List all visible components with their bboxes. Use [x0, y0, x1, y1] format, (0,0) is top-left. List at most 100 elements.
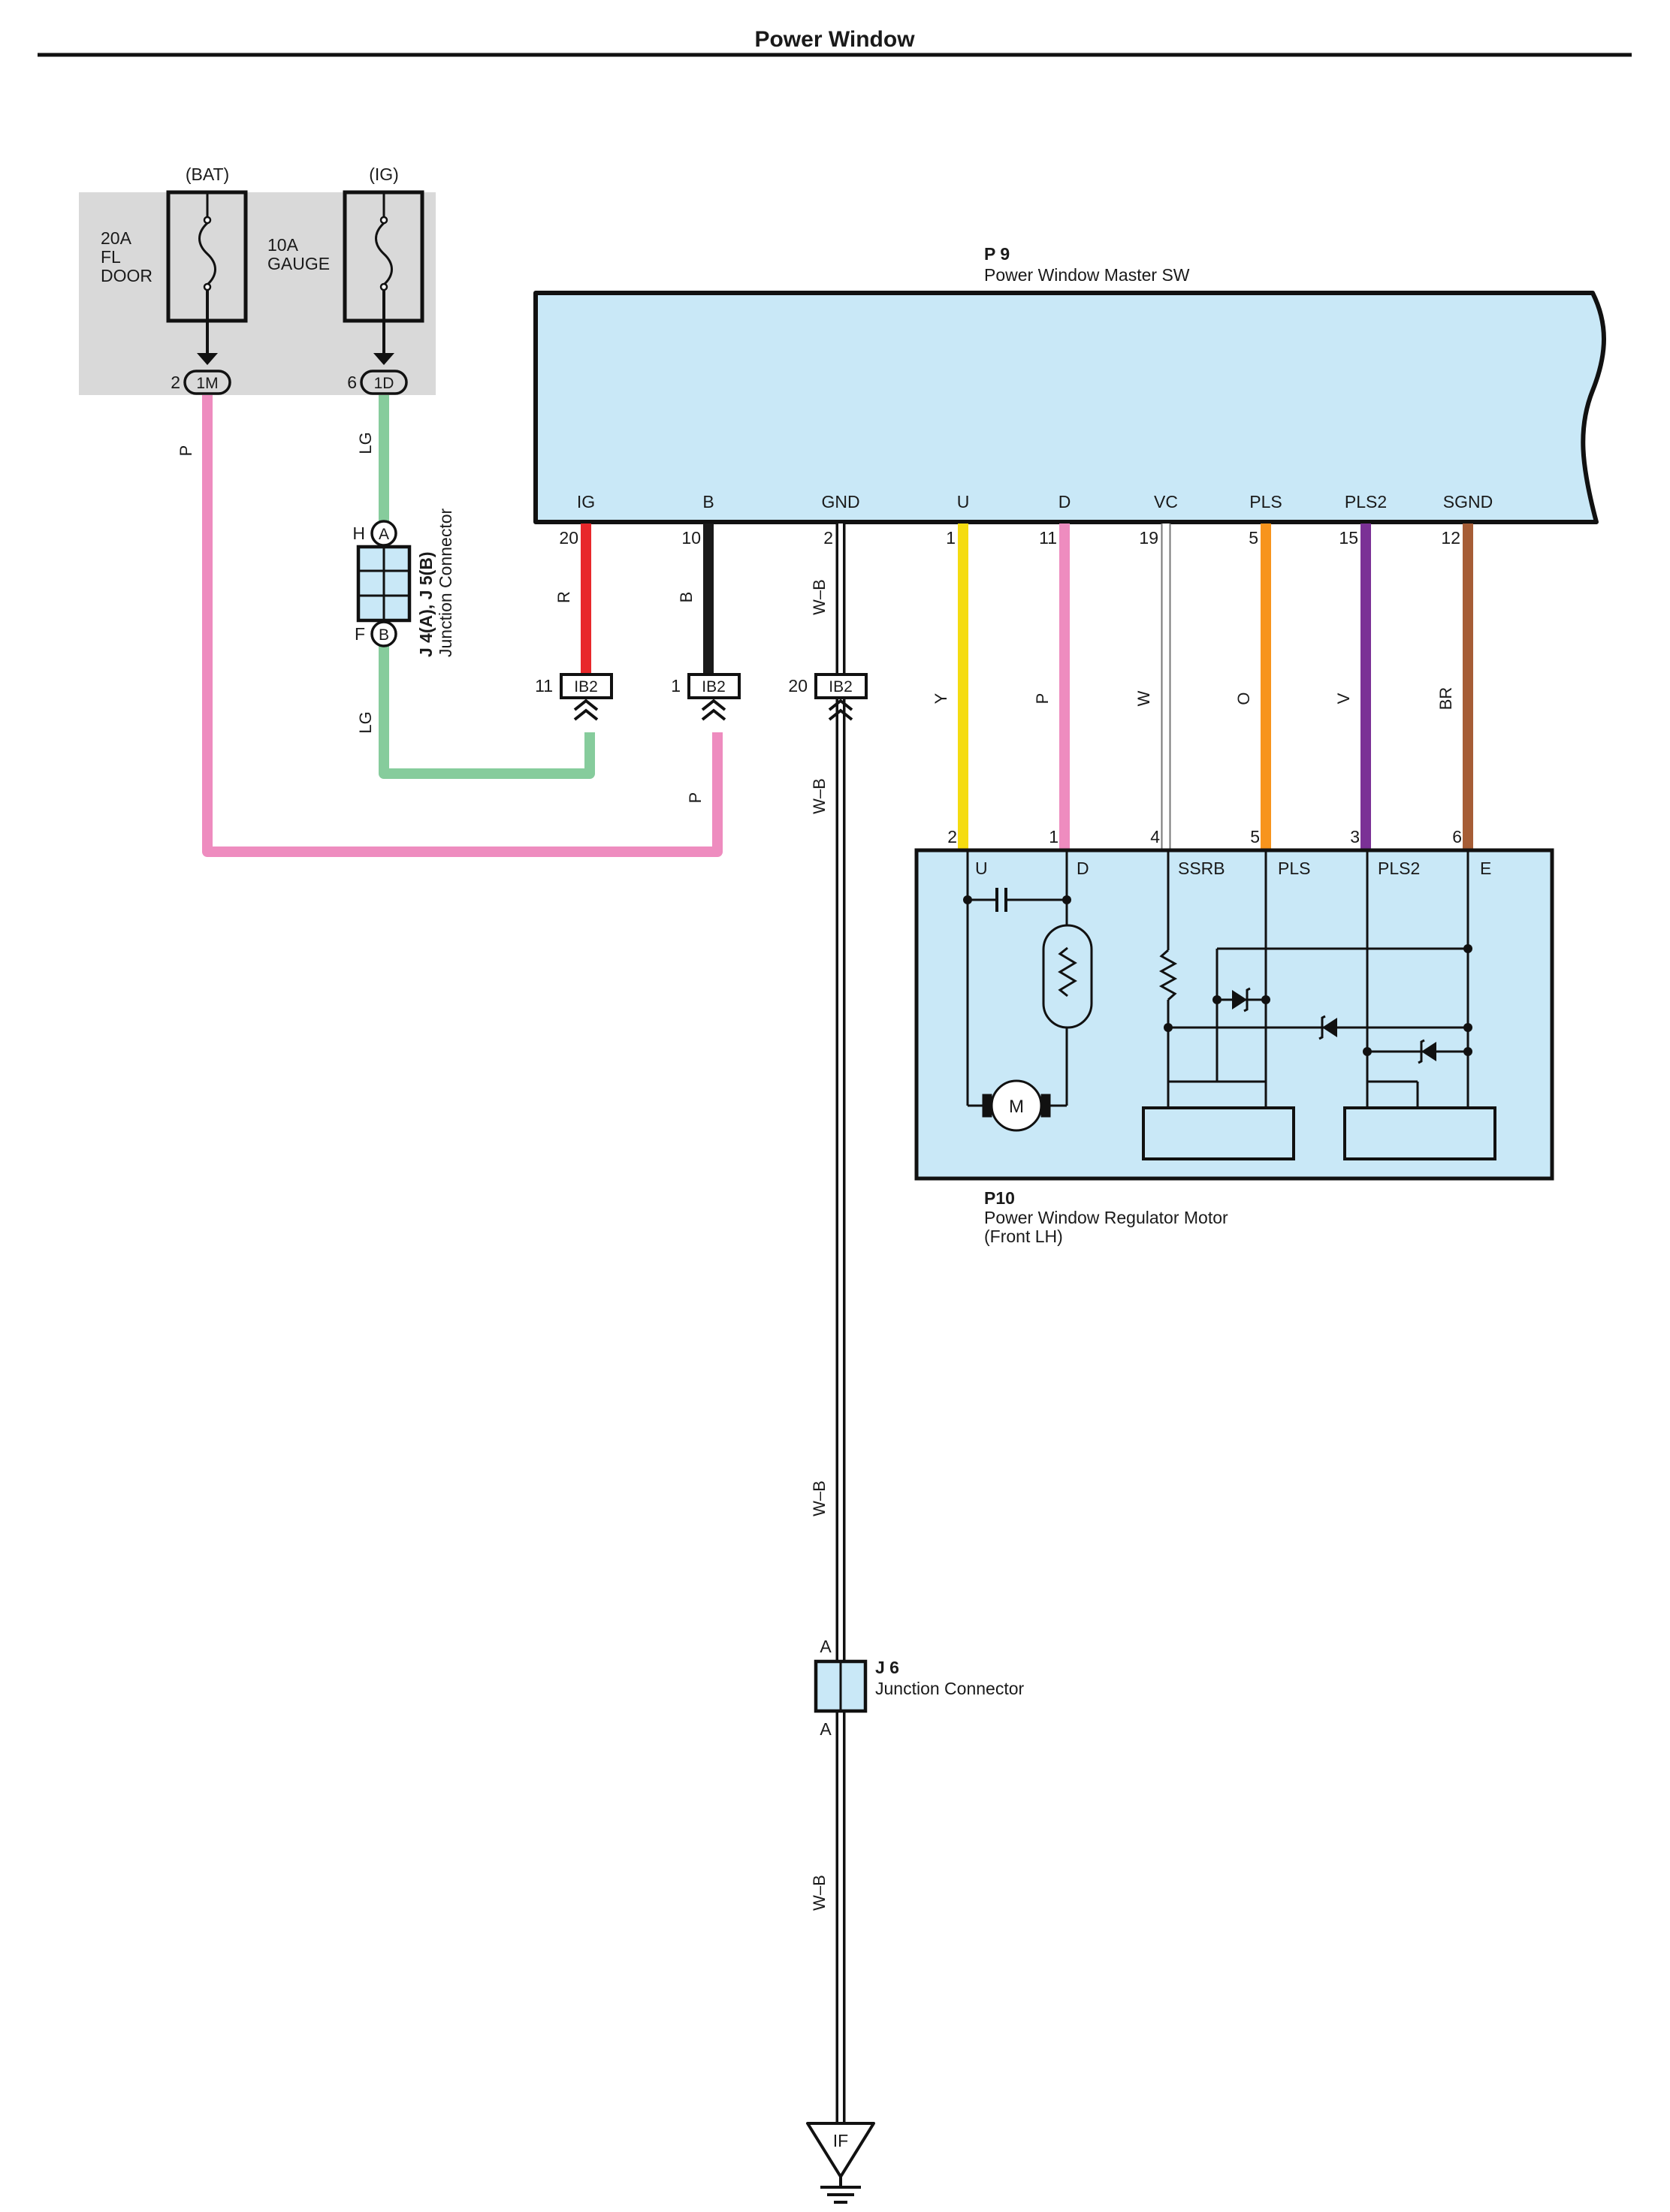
wire-label-p-left: P [177, 445, 195, 457]
p10-pin-e: 6 [1452, 827, 1462, 846]
j4-top-pin: H [352, 524, 365, 543]
j5-bot-conn: B [379, 626, 389, 644]
fuse-box: (BAT) (IG) 20A FL DOOR 2 1M [79, 164, 436, 395]
ib2-20-label: IB2 [829, 678, 853, 696]
fuse2-pin: 6 [347, 373, 357, 392]
p10-code: P10 [984, 1188, 1015, 1208]
fuse-fl-door: 20A FL DOOR 2 1M [101, 190, 248, 395]
ib2-1-pin: 1 [671, 676, 681, 696]
j6-code: J 6 [875, 1658, 899, 1677]
p10-pin-d: 1 [1049, 827, 1058, 846]
p10-terminal-e: E [1480, 859, 1491, 878]
zener-diode-1 [1232, 987, 1251, 1012]
page-title: Power Window [754, 27, 915, 52]
fuse1-line2: DOOR [101, 266, 153, 285]
wire-label-wb-2: W–B [810, 778, 829, 814]
ib2-connector-pin20: 20 IB2 [788, 673, 868, 721]
p10-terminal-u: U [975, 859, 988, 878]
pulse-sensor-1 [1142, 1106, 1295, 1160]
wire-label-lg-lower: LG [356, 711, 375, 733]
p9-terminal-vc: VC [1154, 492, 1178, 512]
p9-terminal-u: U [957, 492, 970, 512]
connector-1d-label: 1D [374, 375, 394, 392]
wire-label-b: B [677, 592, 696, 603]
j6-name: Junction Connector [875, 1679, 1025, 1698]
ib2-11-pin: 11 [535, 676, 553, 696]
connector-1m-label: 1M [196, 375, 218, 392]
fuse-box-background [79, 192, 436, 395]
wire-label-pls2: V [1334, 693, 1353, 704]
motor-label: M [1009, 1097, 1024, 1117]
p9-terminal-pls2: PLS2 [1345, 492, 1387, 512]
p10-sub: (Front LH) [984, 1227, 1063, 1246]
junction-connector-j4-j5: A H B F J 4(A), J 5(B) Junction Connecto… [352, 508, 455, 657]
j4-top-conn: A [379, 526, 389, 543]
p9-pin-vc: 19 [1139, 528, 1158, 548]
p10-pin-ssrb: 4 [1150, 827, 1160, 846]
p10-terminal-d: D [1077, 859, 1089, 878]
p9-terminal-d: D [1058, 492, 1071, 512]
wire-label-vc: W [1134, 690, 1153, 706]
wire-label-pls: O [1234, 692, 1253, 705]
p9-pin-ig: 20 [559, 528, 578, 548]
p10-pin-pls2: 3 [1350, 827, 1360, 846]
p9-code: P 9 [984, 244, 1010, 264]
j6-top-pin: A [820, 1637, 832, 1656]
j4-j5-code: J 4(A), J 5(B) [416, 551, 436, 657]
p9-power-window-master-sw: P 9 Power Window Master SW [533, 244, 1606, 524]
wire-pink-bat [202, 395, 723, 857]
wire-label-lg-upper: LG [356, 432, 375, 454]
wire-label-d: P [1033, 693, 1052, 705]
ib2-connector-pin11: 11 IB2 [535, 673, 613, 721]
fuse1-pin: 2 [171, 373, 180, 392]
p10-internal-circuit [966, 850, 1469, 1132]
wire-label-wb-3: W–B [810, 1480, 829, 1516]
j4-j5-name: Junction Connector [436, 508, 455, 657]
p9-pin-d: 11 [1039, 528, 1057, 548]
p9-pin-b: 10 [681, 528, 701, 548]
wire-label-wb-1: W–B [810, 579, 829, 615]
p9-pin-gnd: 2 [823, 528, 833, 548]
wire-label-sgnd: BR [1436, 687, 1455, 711]
wire-lg-lower [379, 646, 595, 779]
p9-terminal-pls: PLS [1249, 492, 1282, 512]
ground-label: IF [833, 2131, 848, 2150]
junction-connector-j6: A A J 6 Junction Connector [814, 1637, 1025, 1739]
j6-bot-pin: A [820, 1719, 832, 1739]
p10-name: Power Window Regulator Motor [984, 1208, 1228, 1227]
p10-pin-pls: 5 [1250, 827, 1260, 846]
p9-terminal-ig: IG [577, 492, 595, 512]
p10-terminal-pls: PLS [1278, 859, 1310, 878]
wire-label-ig: R [554, 591, 573, 603]
fuse2-line1: GAUGE [267, 254, 330, 273]
p9-pin-pls: 5 [1249, 528, 1258, 548]
wire-label-wb-4: W–B [810, 1875, 829, 1911]
zener-diode-3 [1418, 1039, 1436, 1064]
p9-pin-pls2: 15 [1339, 528, 1358, 548]
fuse-gauge: 10A GAUGE 6 1D [267, 190, 424, 395]
wire-label-p-lower: P [686, 792, 705, 804]
fuse1-amps: 20A [101, 228, 132, 248]
wire-label-u: Y [932, 693, 950, 704]
ib2-1-label: IB2 [702, 678, 726, 696]
circuit-junction-dots [963, 895, 1472, 1056]
p9-pin-sgnd: 12 [1441, 528, 1460, 548]
ib2-11-label: IB2 [574, 678, 598, 696]
ib2-connector-pin1: 1 IB2 [671, 673, 741, 721]
p9-body [533, 291, 1606, 524]
fuse1-line1: FL [101, 247, 121, 267]
ig-label: (IG) [369, 164, 399, 184]
p9-pin-u: 1 [946, 528, 956, 548]
pulse-sensor-2 [1343, 1106, 1496, 1160]
connector-1m [183, 370, 231, 395]
p9-terminal-b: B [702, 492, 714, 512]
p10-pin-u: 2 [947, 827, 957, 846]
fuse2-amps: 10A [267, 235, 299, 255]
zener-diode-2 [1318, 1015, 1337, 1040]
j5-bot-pin: F [355, 624, 365, 644]
p9-terminal-wires: IG20RB10BGND2U1YD11PVC19WPLS5OPLS215VSGN… [554, 492, 1493, 850]
p10-terminal-pls2: PLS2 [1378, 859, 1420, 878]
